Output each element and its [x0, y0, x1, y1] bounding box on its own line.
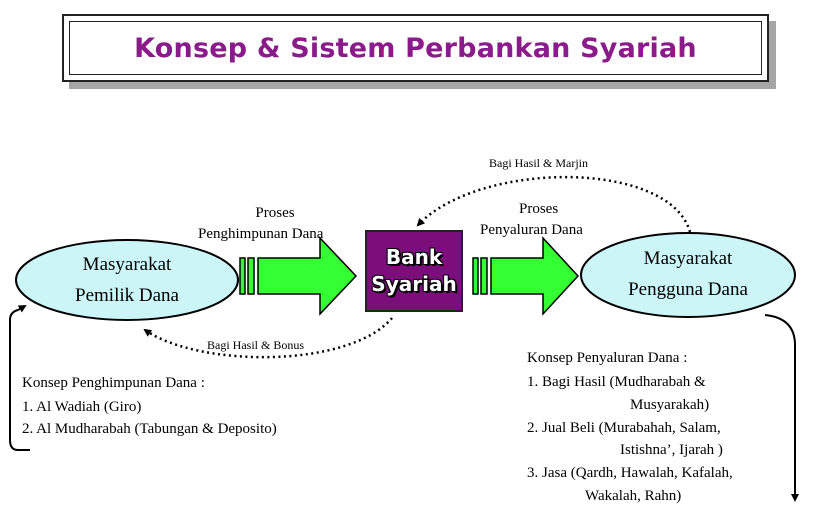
right-concept-item-line2: Musyarakah) [630, 397, 710, 413]
arrow-penghimpunan [239, 236, 358, 316]
left-node-line1: Masyarakat [82, 254, 172, 275]
right-node-line1: Masyarakat [643, 248, 733, 269]
left-concept-heading: Konsep Penghimpunan Dana : [22, 375, 205, 391]
left-ellipse [15, 239, 239, 321]
arrow-right-label-line2: Penyaluran Dana [480, 222, 583, 238]
left-node-label: Masyarakat Pemilik Dana [30, 247, 224, 313]
title-box: Konsep & Sistem Perbankan Syariah [62, 14, 769, 82]
right-concept-item-line1: 1. Bagi Hasil (Mudharabah & [527, 374, 706, 390]
right-bracket-arrow [764, 314, 799, 502]
bank-label-line2: Syariah [371, 272, 457, 296]
right-concept-item-line2: Wakalah, Rahn) [585, 488, 682, 504]
top-return-label: Bagi Hasil & Marjin [489, 156, 588, 170]
left-concept-item: 2. Al Mudharabah (Tabungan & Deposito) [22, 421, 277, 437]
bank-label-line1: Bank [385, 245, 443, 269]
bank-syariah-box: Bank Syariah [365, 230, 463, 312]
arrow-left-label-line2: Penghimpunan Dana [198, 226, 324, 242]
arrow-penyaluran [472, 236, 580, 316]
arrow-left-label-line1: Proses [255, 205, 295, 221]
right-concept-item-line2: Istishna’, Ijarah ) [620, 442, 723, 458]
bottom-return-label: Bagi Hasil & Bonus [207, 338, 305, 352]
title-frame: Konsep & Sistem Perbankan Syariah [69, 21, 762, 75]
left-bracket-arrow [9, 305, 30, 451]
right-concept-item-line1: 3. Jasa (Qardh, Hawalah, Kafalah, [527, 465, 733, 481]
left-node-line2: Pemilik Dana [75, 285, 179, 306]
right-ellipse [580, 232, 796, 318]
left-concept-item: 1. Al Wadiah (Giro) [22, 399, 142, 415]
return-arc-bottom [143, 317, 393, 359]
right-concept-heading: Konsep Penyaluran Dana : [527, 350, 688, 366]
right-node-line2: Pengguna Dana [628, 279, 748, 300]
right-node-label: Masyarakat Pengguna Dana [590, 241, 786, 307]
diagram-title: Konsep & Sistem Perbankan Syariah [134, 32, 697, 64]
return-arc-top [416, 175, 692, 233]
arrow-right-label-line1: Proses [519, 201, 559, 217]
right-concept-item-line1: 2. Jual Beli (Murabahah, Salam, [527, 420, 721, 436]
